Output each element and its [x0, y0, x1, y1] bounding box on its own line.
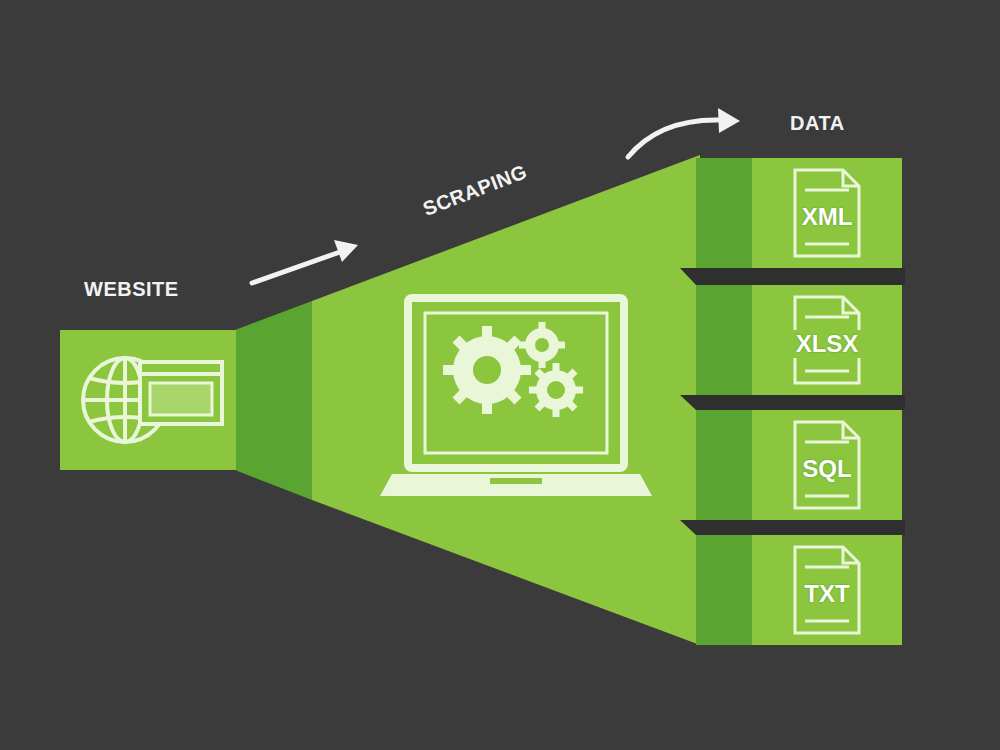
- data-panel: [696, 410, 752, 520]
- format-label: XML: [799, 203, 856, 231]
- website-box: [60, 330, 236, 470]
- data-panel: [696, 535, 752, 645]
- browser-icon: [140, 362, 222, 424]
- flow-arrow: [252, 120, 722, 283]
- stage-label: DATA: [790, 112, 845, 135]
- gap: [680, 520, 905, 535]
- stage-label: WEBSITE: [84, 278, 179, 301]
- funnel-neck: [235, 301, 312, 500]
- data-format-box: XLSX: [752, 285, 902, 395]
- format-label: XLSX: [793, 330, 862, 358]
- stage-label: SCRAPING: [420, 160, 531, 221]
- arrow-head: [334, 240, 358, 262]
- arrow-head: [718, 108, 740, 133]
- funnel-body: [312, 155, 700, 645]
- gap: [680, 395, 905, 410]
- laptop-icon: [380, 298, 652, 496]
- data-format-box: TXT: [752, 535, 902, 645]
- data-panel: [696, 158, 752, 268]
- data-panel: [696, 285, 752, 395]
- data-format-box: XML: [752, 158, 902, 268]
- data-format-box: SQL: [752, 410, 902, 520]
- format-label: SQL: [799, 455, 854, 483]
- gears-icon: [443, 322, 583, 417]
- gap: [680, 268, 905, 285]
- format-label: TXT: [801, 580, 852, 608]
